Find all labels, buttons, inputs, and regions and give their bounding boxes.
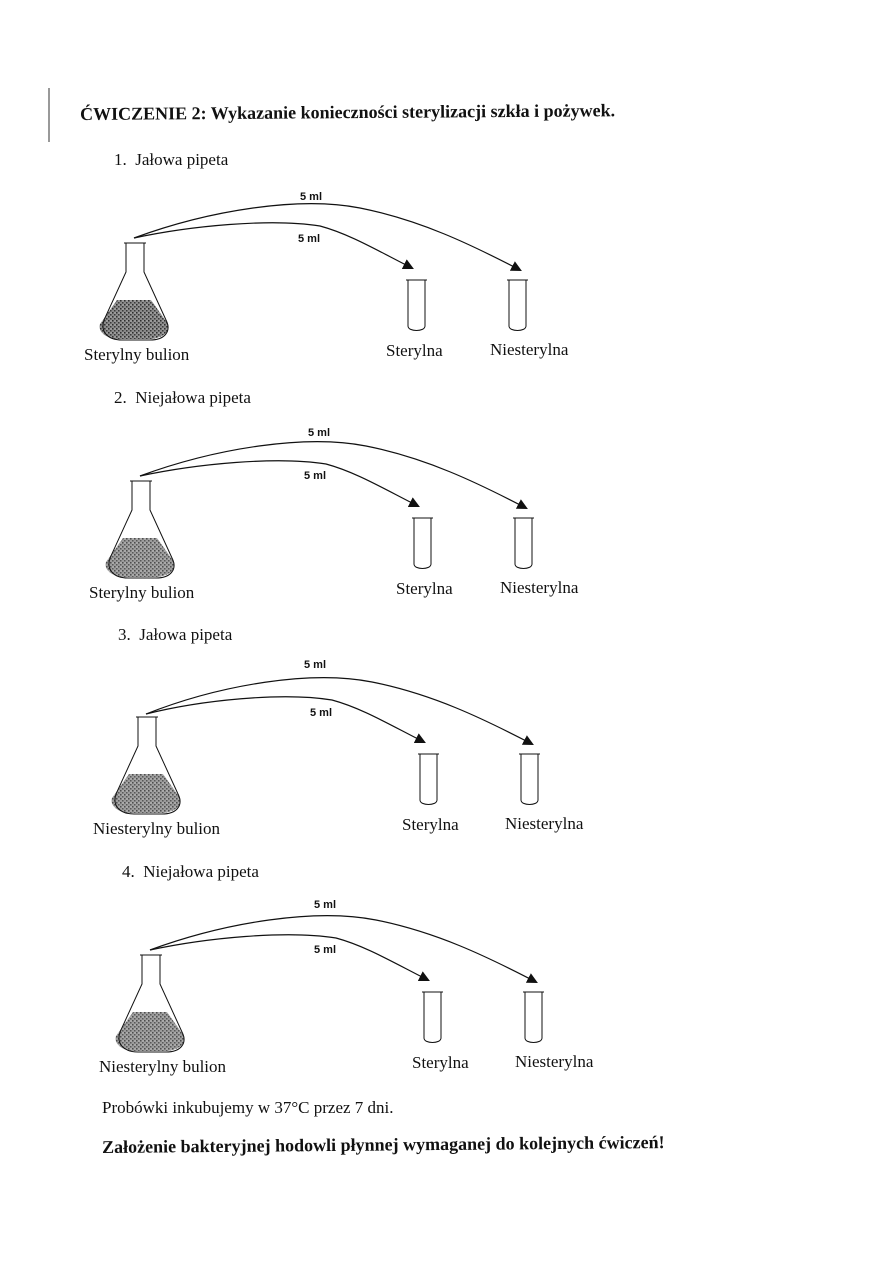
tube-label-sterile: Sterylna: [412, 1053, 469, 1072]
transfer-arrow-lower: [145, 696, 426, 743]
transfer-arrow-upper: [133, 203, 522, 271]
transfer-arrow-upper: [149, 915, 538, 983]
tube-label-nonsterile: Niesterylna: [490, 340, 569, 359]
test-tube-icon-sterile: [412, 517, 433, 569]
volume-label-upper: 5 ml: [300, 191, 322, 203]
experiment-heading: 3. Jałowa pipeta: [118, 625, 232, 645]
experiment-3: 3. Jałowa pipeta 5 ml 5 ml Niesterylny b…: [12, 622, 893, 852]
test-tube-icon-sterile: [418, 753, 439, 805]
transfer-arrow-upper: [145, 677, 534, 745]
experiment-heading: 2. Niejałowa pipeta: [114, 388, 251, 408]
broth-fill: [111, 774, 181, 813]
tube-label-nonsterile: Niesterylna: [500, 578, 579, 597]
broth-fill: [105, 538, 175, 577]
transfer-arrow-lower: [149, 934, 430, 981]
test-tube-icon-nonsterile: [519, 753, 540, 805]
experiment-4: 4. Niejałowa pipeta 5 ml 5 ml Niesteryln…: [16, 860, 893, 1090]
erlenmeyer-flask-icon: [115, 954, 185, 1053]
flask-label: Niesterylny bulion: [99, 1057, 227, 1076]
experiment-number: 4.: [122, 862, 135, 881]
margin-mark: [48, 88, 50, 142]
experiment-heading: 1. Jałowa pipeta: [114, 150, 228, 170]
erlenmeyer-flask-icon: [99, 242, 169, 341]
flask-label: Niesterylny bulion: [93, 819, 221, 838]
transfer-diagram: 5 ml 5 ml: [115, 899, 544, 1053]
experiment-number: 3.: [118, 625, 131, 644]
volume-label-upper: 5 ml: [314, 899, 336, 911]
erlenmeyer-flask-icon: [111, 716, 181, 815]
transfer-arrow-upper: [139, 441, 528, 509]
test-tube-icon-nonsterile: [507, 279, 528, 331]
experiment-number: 2.: [114, 388, 127, 407]
flask-label: Sterylny bulion: [89, 583, 195, 602]
experiment-title: Jałowa pipeta: [139, 625, 233, 644]
tube-label-sterile: Sterylna: [402, 815, 459, 834]
exercise-title: ĆWICZENIE 2: Wykazanie konieczności ster…: [80, 100, 616, 124]
tube-label-sterile: Sterylna: [386, 341, 443, 360]
test-tube-icon-sterile: [406, 279, 427, 331]
transfer-diagram: 5 ml 5 ml: [105, 427, 534, 579]
experiment-title: Niejałowa pipeta: [143, 862, 259, 881]
tube-label-nonsterile: Niesterylna: [505, 814, 584, 833]
volume-label-upper: 5 ml: [308, 427, 330, 439]
experiment-2: 2. Niejałowa pipeta 5 ml 5 ml Sterylny b…: [6, 386, 893, 616]
incubation-note: Probówki inkubujemy w 37°C przez 7 dni.: [102, 1098, 394, 1117]
transfer-diagram: 5 ml 5 ml: [111, 659, 540, 815]
volume-label-lower: 5 ml: [314, 944, 336, 956]
volume-label-lower: 5 ml: [304, 470, 326, 482]
volume-label-lower: 5 ml: [298, 233, 320, 245]
volume-label-upper: 5 ml: [304, 659, 326, 671]
tube-label-nonsterile: Niesterylna: [515, 1052, 594, 1071]
experiment-title: Niejałowa pipeta: [135, 388, 251, 407]
broth-fill: [99, 300, 169, 339]
transfer-arrow-lower: [139, 460, 420, 507]
transfer-diagram: 5 ml 5 ml: [99, 191, 528, 341]
experiment-number: 1.: [114, 150, 127, 169]
experiment-heading: 4. Niejałowa pipeta: [122, 862, 259, 882]
tube-label-sterile: Sterylna: [396, 579, 453, 598]
erlenmeyer-flask-icon: [105, 480, 175, 579]
test-tube-icon-nonsterile: [523, 991, 544, 1043]
volume-label-lower: 5 ml: [310, 707, 332, 719]
test-tube-icon-nonsterile: [513, 517, 534, 569]
broth-fill: [115, 1012, 185, 1051]
footer-instruction: Założenie bakteryjnej hodowli płynnej wy…: [102, 1132, 665, 1157]
experiment-title: Jałowa pipeta: [135, 150, 229, 169]
transfer-arrow-lower: [133, 222, 414, 269]
test-tube-icon-sterile: [422, 991, 443, 1043]
experiment-1: 1. Jałowa pipeta 5 ml 5 ml Sterylny buli…: [0, 148, 893, 378]
flask-label: Sterylny bulion: [84, 345, 190, 364]
